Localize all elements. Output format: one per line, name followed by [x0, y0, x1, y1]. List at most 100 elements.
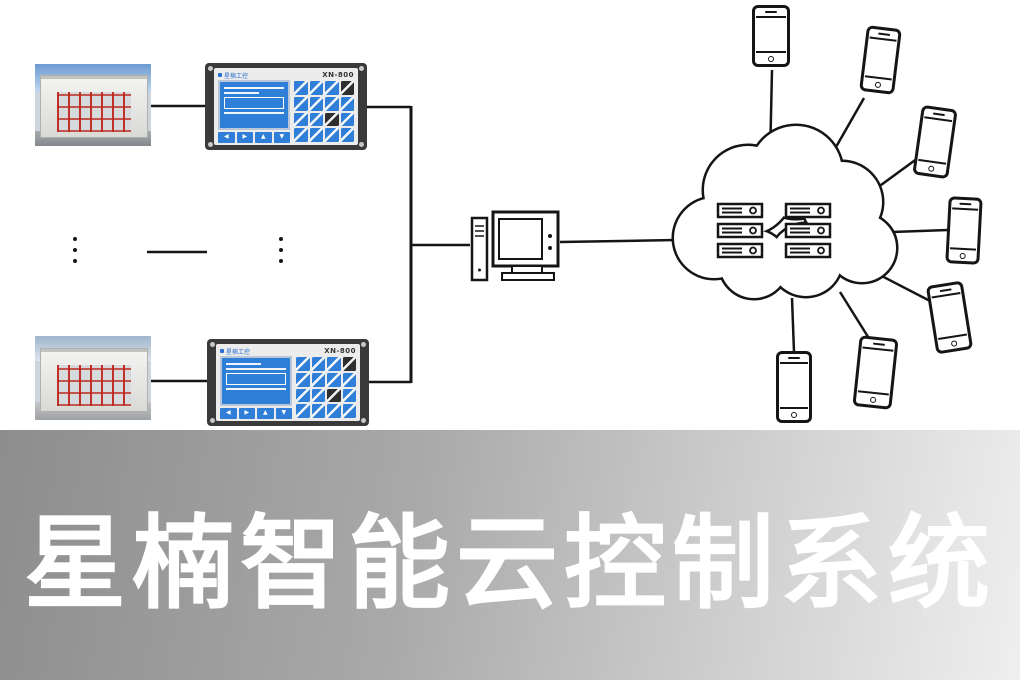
keypad-key	[296, 404, 310, 418]
page-title: 星楠智能云控制系统	[24, 504, 996, 624]
phone-screen	[780, 362, 808, 409]
controller-face: 星楠工控 XN-800 ◀ ▶ ▲ ▼	[214, 68, 358, 145]
keypad-key	[294, 112, 308, 127]
nav-right-key: ▶	[236, 132, 253, 143]
phone-screen	[931, 292, 968, 341]
controller-nav-keys: ◀ ▶ ▲ ▼	[218, 130, 290, 143]
photo-scaffold	[56, 92, 131, 132]
screw	[359, 142, 364, 147]
photo-building	[39, 347, 148, 412]
keypad-key	[342, 388, 356, 403]
phone-speaker	[765, 11, 777, 13]
controller-keypad	[294, 80, 354, 143]
keypad-key	[325, 128, 339, 142]
smartphone-icon	[752, 5, 790, 67]
keypad-key	[340, 128, 354, 142]
nav-left-key: ◀	[218, 132, 235, 143]
server-icon	[784, 202, 832, 219]
phone-screen	[756, 16, 786, 53]
phone-screen	[864, 36, 897, 81]
keypad-key	[309, 96, 323, 111]
phone-speaker	[959, 202, 972, 206]
dot	[73, 259, 77, 263]
keypad-key	[340, 112, 354, 127]
phone-screen	[918, 116, 953, 165]
photo-opening	[56, 364, 131, 406]
keypad-key	[311, 372, 325, 387]
greenhouse-photo	[35, 64, 151, 146]
controller-keypad	[296, 356, 356, 419]
photo-opening	[56, 92, 131, 132]
controller-nav-keys: ◀ ▶ ▲ ▼	[220, 406, 292, 419]
screw	[208, 142, 213, 147]
keypad-key	[327, 404, 341, 418]
keypad-key	[342, 372, 356, 387]
nav-left-key: ◀	[220, 408, 237, 419]
server-icon	[784, 242, 832, 259]
keypad-key	[325, 112, 339, 127]
controller-brand-label: 星楠工控	[220, 347, 250, 356]
nav-up-key: ▲	[255, 132, 272, 143]
plc-controller: 星楠工控 XN-800 ◀ ▶ ▲ ▼	[205, 63, 367, 150]
keypad-key	[296, 357, 310, 371]
keypad-key	[294, 96, 308, 111]
keypad-key	[311, 388, 325, 403]
server-icon	[716, 202, 764, 219]
keypad-key	[327, 372, 341, 387]
smartphone-icon	[945, 196, 983, 265]
phone-home-button	[950, 340, 958, 348]
keypad-key	[296, 388, 310, 403]
phone-speaker	[932, 112, 945, 117]
phone-screen	[949, 207, 979, 251]
desktop-computer-icon	[470, 210, 560, 282]
phone-speaker	[939, 288, 952, 293]
vertical-ellipsis	[279, 237, 283, 263]
smartphone-icon	[852, 335, 899, 410]
dot	[279, 248, 283, 252]
keypad-key	[294, 128, 308, 142]
nav-down-key: ▼	[275, 408, 292, 419]
phone-speaker	[872, 342, 885, 346]
screw	[361, 418, 366, 423]
server-icon	[784, 222, 832, 239]
smartphone-icon	[776, 351, 812, 423]
photo-scaffold	[56, 364, 131, 406]
nav-up-key: ▲	[257, 408, 274, 419]
controller-face: 星楠工控 XN-800 ◀ ▶ ▲ ▼	[216, 344, 360, 421]
dot	[73, 237, 77, 241]
phone-home-button	[791, 412, 797, 418]
server-icon	[716, 222, 764, 239]
controller-header: 星楠工控 XN-800	[218, 70, 354, 80]
phone-home-button	[959, 252, 966, 260]
phone-home-button	[927, 165, 935, 173]
controller-header: 星楠工控 XN-800	[220, 346, 356, 356]
keypad-key	[296, 372, 310, 387]
diagram-line-art	[147, 69, 949, 384]
phone-home-button	[874, 81, 881, 89]
dot	[73, 248, 77, 252]
screw	[208, 66, 213, 71]
keypad-key	[342, 404, 356, 418]
vertical-ellipsis	[73, 237, 77, 263]
keypad-key	[311, 404, 325, 418]
controller-brand-label: 星楠工控	[218, 71, 248, 80]
keypad-key	[309, 81, 323, 95]
photo-building	[39, 75, 148, 138]
keypad-key	[309, 128, 323, 142]
keypad-key	[342, 357, 356, 371]
title-banner: 星楠智能云控制系统	[0, 430, 1020, 680]
keypad-key	[294, 81, 308, 95]
keypad-key	[327, 357, 341, 371]
screw	[210, 342, 215, 347]
monitor-screen	[498, 218, 543, 260]
screw	[359, 66, 364, 71]
phone-speaker	[877, 32, 890, 36]
controller-lcd-screen	[218, 80, 290, 130]
keypad-key	[311, 357, 325, 371]
keypad-key	[327, 388, 341, 403]
nav-right-key: ▶	[238, 408, 255, 419]
controller-lcd-screen	[220, 356, 292, 406]
keypad-key	[325, 96, 339, 111]
phone-home-button	[869, 396, 876, 404]
